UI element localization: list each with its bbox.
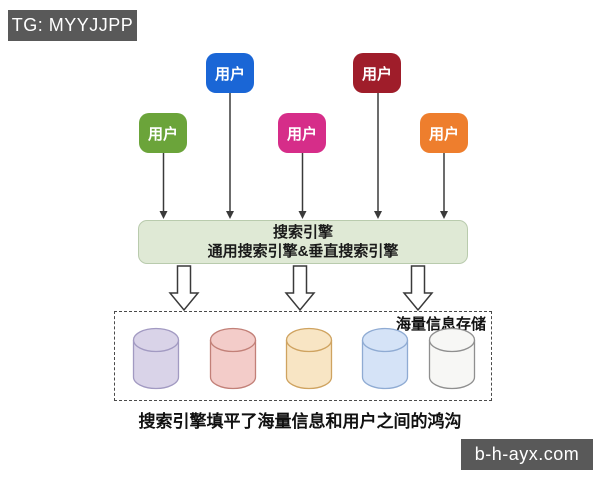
user-connector-arrows: [159, 93, 448, 219]
arrowhead-icon: [440, 211, 448, 219]
user-box-label: 用户: [361, 65, 392, 83]
user-box-darkred: 用户: [353, 53, 401, 93]
storage-label: 海量信息存储: [395, 316, 486, 333]
watermark-bottom-right-label: b-h-ayx.com: [474, 444, 580, 464]
user-box-label: 用户: [428, 125, 459, 143]
search-engine-subtitle: 通用搜索引擎&垂直搜索引擎: [207, 243, 399, 260]
diagram-caption: 搜索引擎填平了海量信息和用户之间的鸿沟: [138, 412, 462, 431]
user-box-label: 用户: [147, 125, 178, 143]
user-box-orange: 用户: [420, 113, 468, 153]
arrowhead-icon: [226, 211, 234, 219]
search-engine-title: 搜索引擎: [272, 224, 333, 241]
hollow-arrow-icon: [284, 265, 316, 312]
search-engine-box: 搜索引擎 通用搜索引擎&垂直搜索引擎: [138, 220, 468, 264]
user-box-label: 用户: [214, 65, 245, 83]
watermark-top-left: TG: MYYJJPP: [8, 10, 137, 41]
watermark-top-left-label: TG: MYYJJPP: [11, 15, 134, 35]
flow-arrows: [168, 265, 434, 312]
storage-container: 海量信息存储: [114, 311, 492, 401]
arrowhead-icon: [298, 211, 307, 219]
arrowhead-icon: [374, 211, 382, 219]
user-box-blue: 用户: [206, 53, 254, 93]
user-box-label: 用户: [286, 125, 317, 143]
hollow-arrow-icon: [168, 265, 200, 312]
arrowhead-icon: [159, 211, 168, 219]
user-box-pink: 用户: [278, 113, 326, 153]
watermark-bottom-right: b-h-ayx.com: [461, 439, 593, 470]
user-box-green: 用户: [139, 113, 187, 153]
hollow-arrow-icon: [402, 265, 434, 312]
